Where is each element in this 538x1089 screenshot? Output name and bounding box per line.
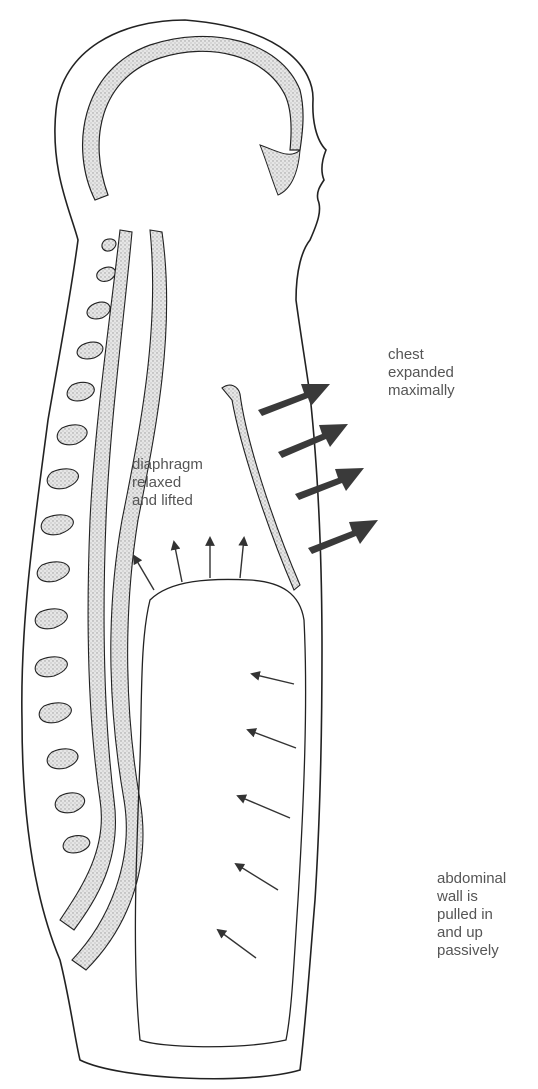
- diaphragm-label-line-1: diaphragm: [132, 456, 203, 474]
- abdomen-label-line-1: abdominal: [437, 870, 506, 888]
- sternum: [222, 385, 300, 590]
- chest-label-line-1: chest: [388, 346, 455, 364]
- skull-base: [260, 145, 300, 195]
- skull-bone: [83, 36, 303, 200]
- abdomen-arrows: [218, 674, 296, 958]
- abdomen-label-line-4: and up: [437, 924, 506, 942]
- chest-label-line-3: maximally: [388, 382, 455, 400]
- diaphragm-label-line-2: relaxed: [132, 474, 203, 492]
- abdomen-label-line-5: passively: [437, 942, 506, 960]
- chest-label: chest expanded maximally: [388, 346, 455, 400]
- diaphragm-label-line-3: and lifted: [132, 492, 203, 510]
- abdomen-label-line-2: wall is: [437, 888, 506, 906]
- abdomen-label-line-3: pulled in: [437, 906, 506, 924]
- chest-label-line-2: expanded: [388, 364, 455, 382]
- diaphragm-label: diaphragm relaxed and lifted: [132, 456, 203, 510]
- abdomen-label: abdominal wall is pulled in and up passi…: [437, 870, 506, 960]
